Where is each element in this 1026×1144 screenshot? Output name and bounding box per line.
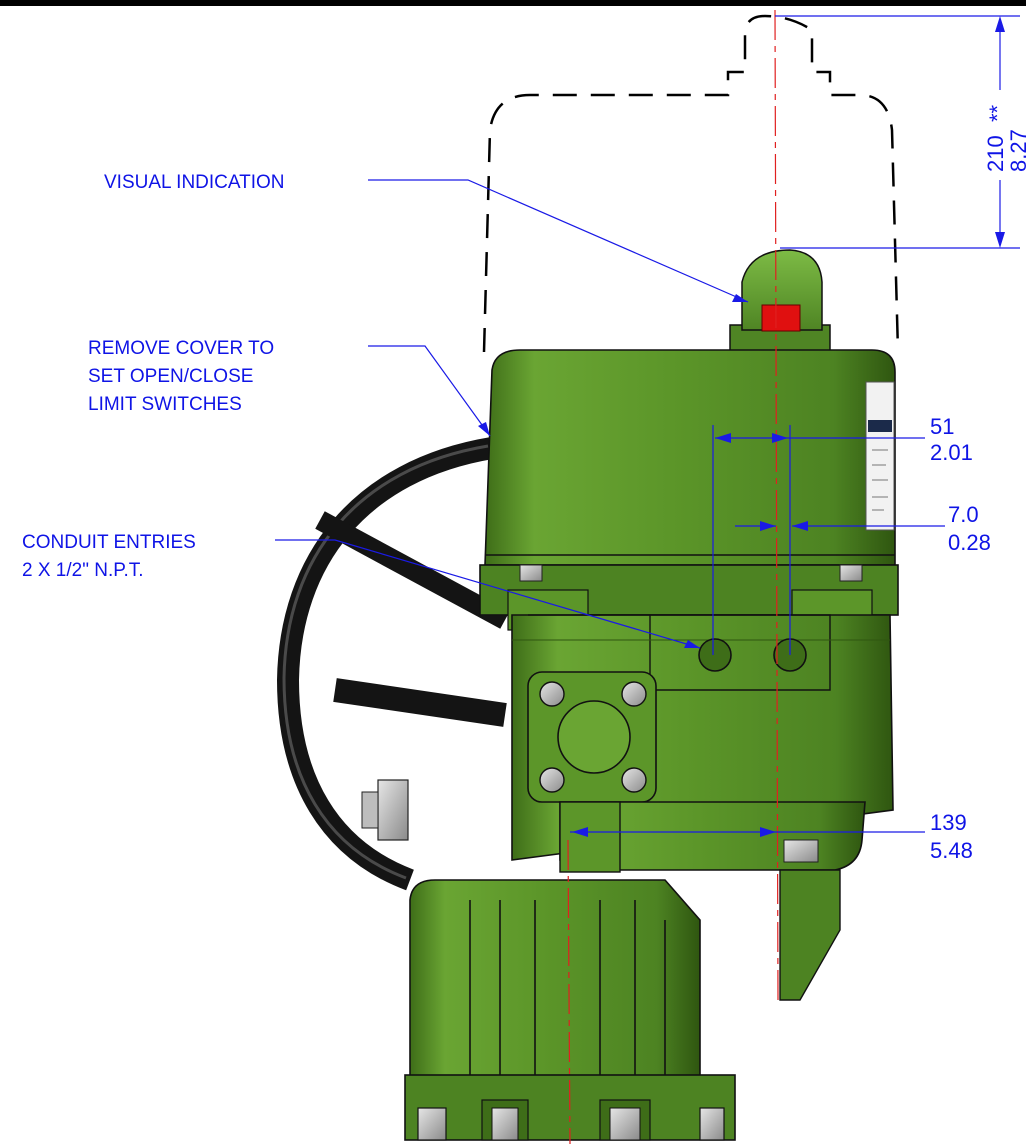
centerline-base — [567, 839, 571, 1144]
dim-139-in: 5.48 — [930, 838, 973, 863]
remove-cover-label-1: REMOVE COVER TO — [88, 338, 274, 359]
dim-210: 210 8.27 ** — [775, 15, 1026, 249]
actuator-cover — [484, 349, 896, 566]
dim-210-mm: 210 — [983, 135, 1008, 172]
dim-210-note: ** — [985, 104, 1010, 122]
gland-plate — [527, 671, 657, 803]
dim-7-mm: 7.0 — [948, 502, 979, 527]
dim-51-in: 2.01 — [930, 440, 973, 465]
dim-51: 51 2.01 — [712, 414, 973, 655]
dim-51-mm: 51 — [930, 414, 954, 439]
cover-removal-envelope — [482, 14, 900, 353]
handwheel-rim — [276, 437, 494, 891]
remove-cover-label-3: LIMIT SWITCHES — [88, 394, 242, 415]
dim-139: 139 5.48 — [570, 810, 973, 863]
flange-bolt-left — [519, 564, 543, 582]
dim-7-in: 0.28 — [948, 530, 991, 555]
frame-border — [0, 0, 1026, 6]
callout-visual-indication: VISUAL INDICATION — [104, 172, 749, 303]
handwheel-spoke-top — [315, 511, 510, 629]
conduit-entries-label-1: CONDUIT ENTRIES — [22, 532, 196, 553]
callout-conduit-entries: CONDUIT ENTRIES 2 X 1/2" N.P.T. — [22, 532, 701, 649]
visual-indication-label: VISUAL INDICATION — [104, 172, 285, 193]
dim-139-mm: 139 — [930, 810, 967, 835]
remove-cover-label-2: SET OPEN/CLOSE — [88, 366, 253, 387]
gearbox — [409, 839, 841, 1096]
centerline-output — [774, 9, 779, 1001]
visual-indicator — [729, 249, 831, 356]
flange-bolt-right — [839, 564, 863, 582]
dim-7: 7.0 0.28 — [735, 502, 991, 555]
nameplate — [865, 381, 895, 531]
indicator-red-window — [761, 304, 801, 332]
dim-210-in: 8.27 — [1006, 129, 1026, 172]
callout-remove-cover: REMOVE COVER TO SET OPEN/CLOSE LIMIT SWI… — [88, 338, 491, 437]
side-nut — [377, 779, 409, 841]
conduit-entries-label-2: 2 X 1/2" N.P.T. — [22, 560, 144, 581]
handwheel — [276, 437, 510, 891]
conduit-entry-1 — [698, 638, 732, 672]
handwheel-spoke-mid — [333, 678, 507, 727]
